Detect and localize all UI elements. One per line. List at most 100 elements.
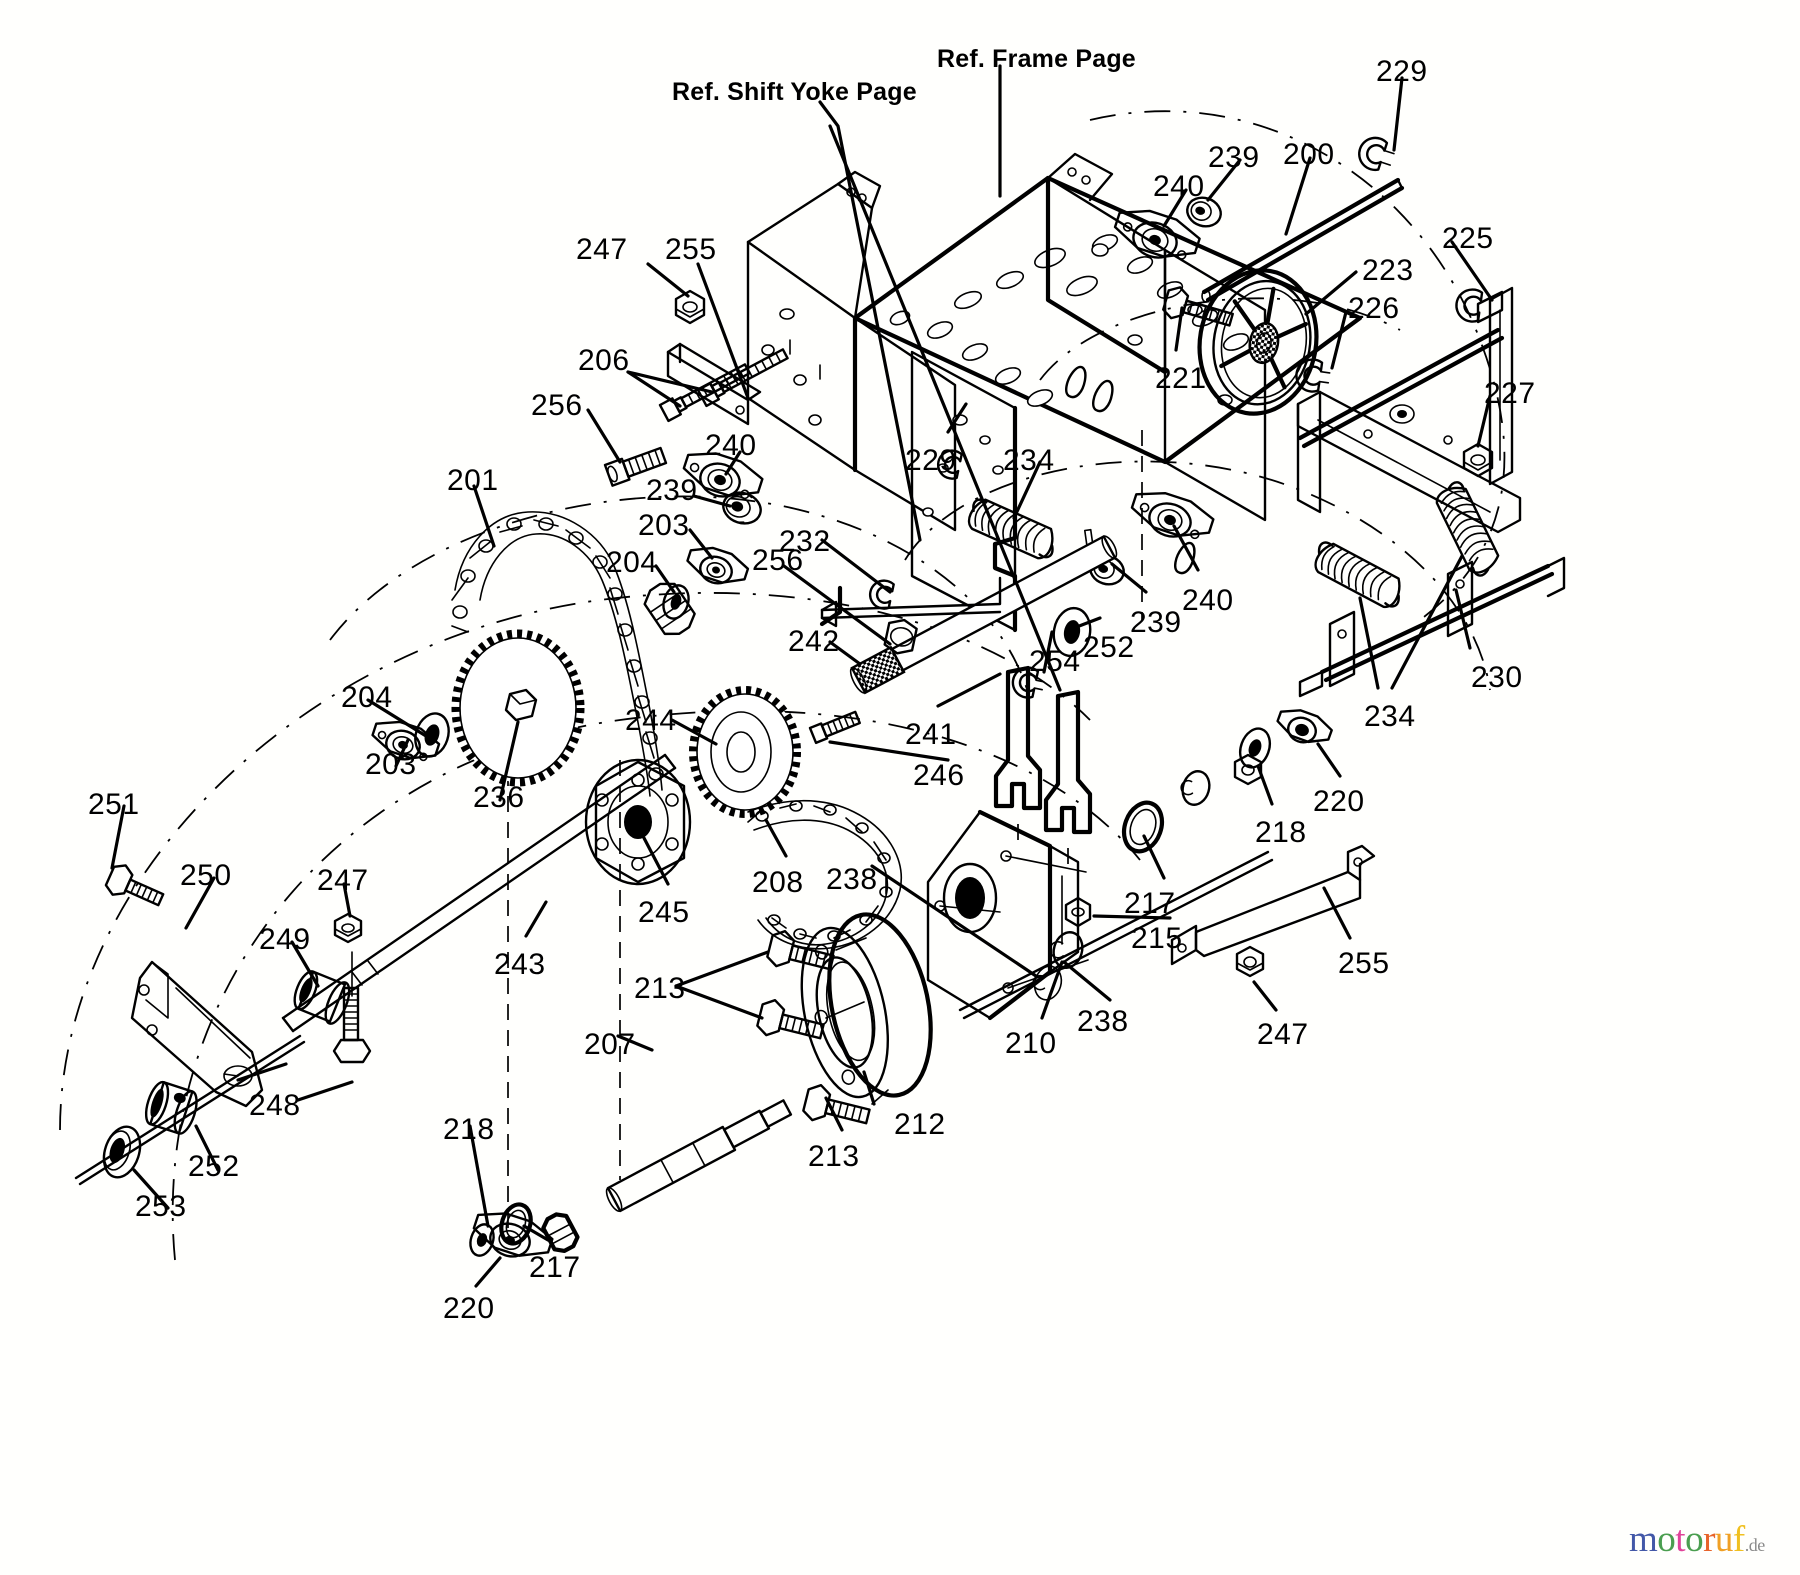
callout-206: 206: [578, 344, 630, 377]
washer-253: [102, 1125, 142, 1179]
brand-letter: f: [1732, 1519, 1745, 1560]
callout-207: 207: [584, 1028, 636, 1061]
flange-bearing-203-b: [686, 546, 750, 585]
brand-letter: o: [1657, 1519, 1676, 1560]
callout-248: 248: [249, 1089, 301, 1122]
spring-234-b: [1314, 541, 1401, 609]
flange-bearing-240-a: [682, 452, 764, 500]
right-shaft-assembly: [958, 709, 1333, 1020]
hexnut-247-right: [1235, 945, 1265, 978]
bolt-213-a: [766, 929, 835, 971]
callout-212: 212: [894, 1108, 946, 1141]
callout-242: 242: [788, 625, 840, 658]
callout-223: 223: [1362, 254, 1414, 287]
callout-230: 230: [1471, 661, 1523, 694]
callout-218: 218: [1255, 816, 1307, 849]
callout-220: 220: [1313, 785, 1365, 818]
brand-letter: r: [1703, 1519, 1715, 1560]
washer-238-a: [1032, 965, 1063, 1001]
spring-234-c: [1435, 481, 1500, 577]
callout-225: 225: [1442, 222, 1494, 255]
washer-218-b: [469, 1223, 495, 1257]
shift-shaft-242-241: [819, 534, 1118, 872]
callout-220: 220: [443, 1292, 495, 1325]
header-ref-shift-yoke: Ref. Shift Yoke Page: [672, 78, 917, 106]
hexnut-227: [1462, 442, 1494, 478]
eclip-254: [1011, 666, 1045, 699]
cross-rod-230: [1298, 556, 1566, 698]
brand-suffix: .de: [1744, 1535, 1766, 1555]
callout-204: 204: [606, 546, 658, 579]
callout-218: 218: [443, 1113, 495, 1146]
bolt-213-b: [756, 998, 825, 1040]
eclip-225: [1455, 288, 1484, 323]
right-bracket-225: [1296, 286, 1522, 534]
callout-221: 221: [1155, 362, 1207, 395]
leader-lines: [110, 64, 1494, 1288]
washer-238-b: [1049, 931, 1084, 969]
callout-247: 247: [1257, 1018, 1309, 1051]
callout-240: 240: [1182, 584, 1234, 617]
hexnut-247-top: [674, 289, 706, 325]
sprocket-236: [451, 629, 585, 787]
shift-yoke-a: [993, 665, 1043, 811]
callout-250: 250: [180, 859, 232, 892]
gearbox-housing-210: [926, 753, 1263, 1021]
callout-215: 215: [1131, 922, 1183, 955]
callout-249: 249: [259, 923, 311, 956]
callout-252: 252: [1083, 631, 1135, 664]
bushing-252-bl: [144, 1080, 198, 1135]
callout-236: 236: [473, 781, 525, 814]
brand-letter: m: [1629, 1519, 1658, 1560]
callout-200: 200: [1283, 138, 1335, 171]
callout-203: 203: [638, 509, 690, 542]
spline-207-end: [541, 1212, 580, 1253]
callout-247: 247: [317, 864, 369, 897]
callout-240: 240: [1153, 170, 1205, 203]
callout-239: 239: [646, 474, 698, 507]
bearing-239-a: [722, 491, 762, 525]
brand-letter: u: [1714, 1519, 1734, 1560]
input-shaft-207: [605, 1099, 793, 1213]
bolt-248: [332, 986, 372, 1064]
callout-201: 201: [447, 464, 499, 497]
spline-collar-244: [643, 582, 696, 636]
spring-234-a: [967, 498, 1054, 560]
callout-238: 238: [1077, 1005, 1129, 1038]
callout-252: 252: [188, 1150, 240, 1183]
collar-256: [883, 618, 918, 655]
bolt-251: [104, 864, 165, 907]
seal-217-r: [1121, 800, 1165, 854]
eclip-229-tr: [1358, 136, 1395, 172]
callout-229: 229: [905, 444, 957, 477]
callout-244: 244: [625, 704, 677, 737]
callout-245: 245: [638, 896, 690, 929]
washer-218-r: [1238, 727, 1272, 769]
header-ref-frame: Ref. Frame Page: [937, 45, 1136, 73]
callout-255: 255: [665, 233, 717, 266]
callout-213: 213: [634, 972, 686, 1005]
callout-243: 243: [494, 948, 546, 981]
axle-rod-200: [1201, 177, 1405, 303]
brand-letter: t: [1675, 1519, 1686, 1560]
callout-217: 217: [529, 1251, 581, 1284]
flange-bearing-240-b: [1113, 209, 1201, 260]
flange-bearing-240-c: [1130, 491, 1215, 540]
callout-234: 234: [1003, 444, 1055, 477]
callout-217: 217: [1124, 887, 1176, 920]
brand-letter: o: [1685, 1519, 1704, 1560]
callout-232: 232: [779, 525, 831, 558]
eclip-232-b: [869, 579, 895, 610]
washer-238-top: [1180, 770, 1211, 806]
sprocket-244: [689, 686, 801, 818]
wheel-223: [1197, 268, 1319, 416]
hexnut-247-left: [333, 912, 363, 944]
screw-246: [808, 710, 861, 745]
callout-254: 254: [1029, 645, 1081, 678]
callout-251: 251: [88, 788, 140, 821]
hexnut-215: [1064, 896, 1092, 928]
shift-yoke-b: [1043, 689, 1093, 835]
callout-247: 247: [576, 233, 628, 266]
